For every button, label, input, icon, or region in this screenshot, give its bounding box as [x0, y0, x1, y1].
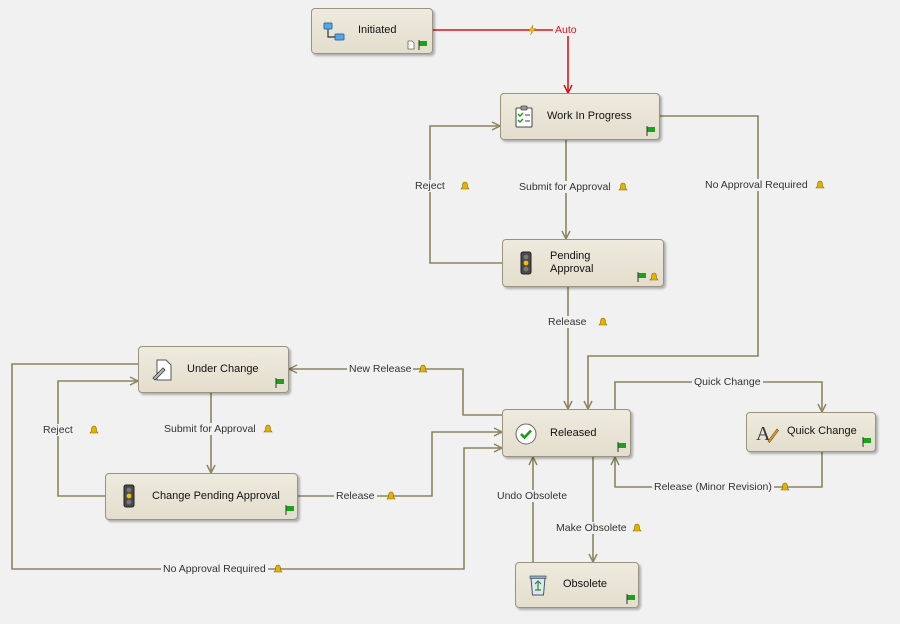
green-check-icon	[515, 423, 537, 445]
bell-icon	[273, 564, 283, 573]
svg-text:A: A	[756, 423, 771, 445]
transition-reject-change-label[interactable]: Reject	[41, 424, 75, 436]
transition-no-approval-required-label[interactable]: No Approval Required	[703, 179, 810, 191]
transition-no-approval-required-change-label[interactable]: No Approval Required	[161, 563, 268, 575]
edit-document-icon	[152, 359, 172, 381]
bell-icon	[89, 425, 99, 434]
bell-icon	[632, 523, 642, 532]
transition-release-change-label[interactable]: Release	[334, 490, 377, 502]
state-under-change[interactable]: Under Change	[138, 346, 289, 393]
transition-release-label[interactable]: Release	[546, 316, 589, 328]
transition-release-minor-revision-label[interactable]: Release (Minor Revision)	[652, 481, 774, 493]
state-obsolete[interactable]: Obsolete	[515, 562, 639, 608]
green-flag-icon	[862, 437, 871, 447]
state-label: Initiated	[358, 24, 397, 36]
state-label: Released	[550, 427, 597, 439]
pencil-letter-icon: A	[756, 423, 779, 445]
edge-new-release[interactable]	[289, 369, 502, 416]
bell-icon	[780, 482, 790, 491]
traffic-light-icon	[520, 251, 532, 275]
green-flag-icon	[637, 272, 646, 282]
checklist-icon	[515, 105, 533, 128]
green-flag-icon	[275, 378, 284, 388]
transition-undo-obsolete-label[interactable]: Undo Obsolete	[495, 490, 570, 502]
state-label-line2: Approval	[550, 263, 594, 275]
bell-icon	[418, 364, 428, 373]
bell-icon	[618, 182, 628, 191]
green-flag-icon	[626, 594, 635, 604]
transition-submit-for-approval-label[interactable]: Submit for Approval	[517, 181, 613, 193]
green-flag-icon	[617, 442, 626, 452]
transition-make-obsolete-label[interactable]: Make Obsolete	[554, 522, 629, 534]
transition-quick-change-label[interactable]: Quick Change	[692, 376, 763, 388]
bell-icon	[598, 317, 608, 326]
edge-no-approval-change[interactable]	[11, 363, 502, 570]
transition-auto-label[interactable]: Auto	[553, 24, 579, 36]
workflow-diagram-icon	[323, 22, 345, 41]
bell-icon	[263, 424, 273, 433]
state-pending-approval[interactable]: Pending Approval	[502, 239, 664, 287]
state-label: Work In Progress	[547, 110, 632, 122]
state-change-pending-approval[interactable]: Change Pending Approval	[105, 473, 298, 520]
state-label: Quick Change	[787, 425, 857, 437]
edge-no-approval-wip[interactable]	[588, 115, 759, 409]
transition-submit-for-approval-change-label[interactable]: Submit for Approval	[162, 423, 258, 435]
traffic-light-icon	[123, 484, 135, 508]
state-label: Obsolete	[563, 578, 608, 590]
edge-release-change[interactable]	[298, 432, 502, 497]
recycle-bin-icon	[529, 575, 547, 596]
bell-icon	[815, 180, 825, 189]
bell-icon	[460, 181, 470, 190]
state-initiated[interactable]: Initiated	[311, 8, 433, 54]
bell-icon	[386, 491, 396, 500]
bell-icon	[649, 272, 659, 281]
green-flag-icon	[285, 505, 294, 515]
state-quick-change[interactable]: A Quick Change	[746, 412, 876, 452]
state-released[interactable]: Released	[502, 409, 631, 457]
state-work-in-progress[interactable]: Work In Progress	[500, 93, 660, 140]
document-icon	[407, 40, 415, 50]
lightning-icon	[528, 25, 537, 35]
edge-auto[interactable]	[433, 29, 568, 93]
state-label-line1: Pending	[550, 250, 591, 262]
transition-new-release-label[interactable]: New Release	[347, 363, 414, 375]
green-flag-icon	[646, 126, 655, 136]
state-label: Under Change	[187, 363, 259, 375]
state-label: Change Pending Approval	[152, 490, 280, 502]
edge-reject-change[interactable]	[57, 381, 138, 497]
edge-reject-wip[interactable]	[429, 126, 502, 264]
transition-reject-label[interactable]: Reject	[413, 180, 447, 192]
green-flag-icon	[418, 40, 427, 50]
